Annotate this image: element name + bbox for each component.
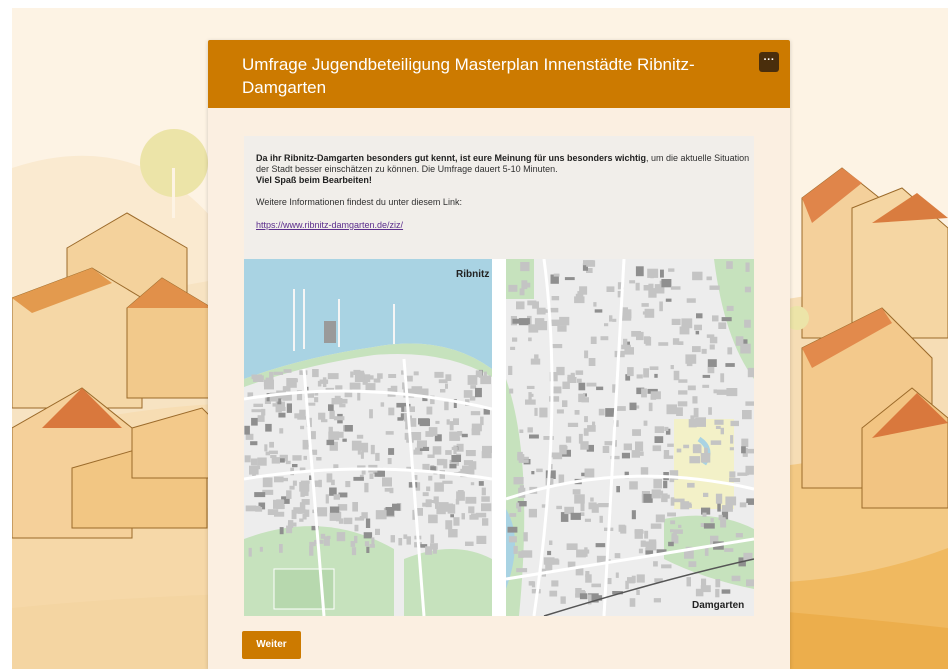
intro-section: Da ihr Ribnitz-Damgarten besonders gut k… (244, 136, 754, 616)
intro-fun-text: Viel Spaß beim Bearbeiten! (256, 175, 372, 185)
map-label-damgarten: Damgarten (692, 600, 745, 611)
form-card: Umfrage Jugendbeteiligung Masterplan Inn… (208, 40, 790, 669)
intro-bold-lead: Da ihr Ribnitz-Damgarten besonders gut k… (256, 153, 647, 163)
map-damgarten (506, 259, 754, 616)
city-maps: Ribnitz Damgarten (244, 259, 754, 616)
info-link[interactable]: https://www.ribnitz-damgarten.de/ziz/ (256, 220, 404, 230)
intro-paragraph: Da ihr Ribnitz-Damgarten besonders gut k… (256, 153, 756, 175)
form-title: Umfrage Jugendbeteiligung Masterplan Inn… (242, 55, 695, 97)
more-options-button[interactable]: ··· (759, 52, 779, 72)
next-button[interactable]: Weiter (242, 631, 301, 659)
intro-more-info: Weitere Informationen findest du unter d… (256, 197, 462, 207)
intro-fun: Viel Spaß beim Bearbeiten! (256, 175, 756, 186)
map-ribnitz (244, 259, 492, 616)
form-header: Umfrage Jugendbeteiligung Masterplan Inn… (208, 40, 790, 108)
map-label-ribnitz: Ribnitz (456, 269, 490, 280)
intro-text: Da ihr Ribnitz-Damgarten besonders gut k… (256, 153, 756, 231)
intro-rest: , um die aktuelle Situation der Stadt be… (256, 153, 750, 174)
